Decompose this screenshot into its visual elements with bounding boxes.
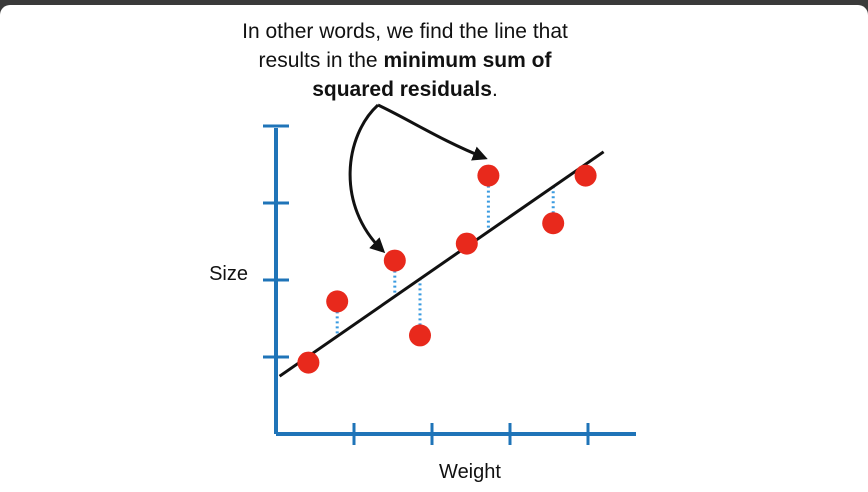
fit-line-group [278,150,605,378]
arrow-to-upper-point [377,103,488,161]
y-axis-label: Size [209,263,248,285]
data-point [326,290,349,313]
arrow-to-lower-point [348,103,386,254]
caption: In other words, we find the line that re… [170,17,640,104]
caption-line-2: results in the minimum sum of [170,46,640,75]
caption-line-3-bold: squared residuals [312,78,492,101]
caption-line-2-text: results in the [258,49,384,72]
annotation-arrows [348,103,488,254]
data-point [542,212,565,235]
data-point [455,232,478,255]
data-point [574,164,597,187]
caption-line-2-bold: minimum sum of [383,49,552,72]
caption-line-3: squared residuals. [170,75,640,104]
scatter-chart: Size Weight [209,103,636,483]
axes [263,124,636,445]
data-point [383,249,406,272]
slide: In other words, we find the line that re… [0,5,868,492]
fit-line [278,150,605,378]
x-axis-label: Weight [439,461,501,483]
data-point [409,324,431,347]
data-point [297,351,320,374]
data-point [477,164,500,187]
caption-line-3-suffix: . [491,78,498,101]
caption-line-1: In other words, we find the line that [242,20,568,43]
data-points [297,164,597,374]
